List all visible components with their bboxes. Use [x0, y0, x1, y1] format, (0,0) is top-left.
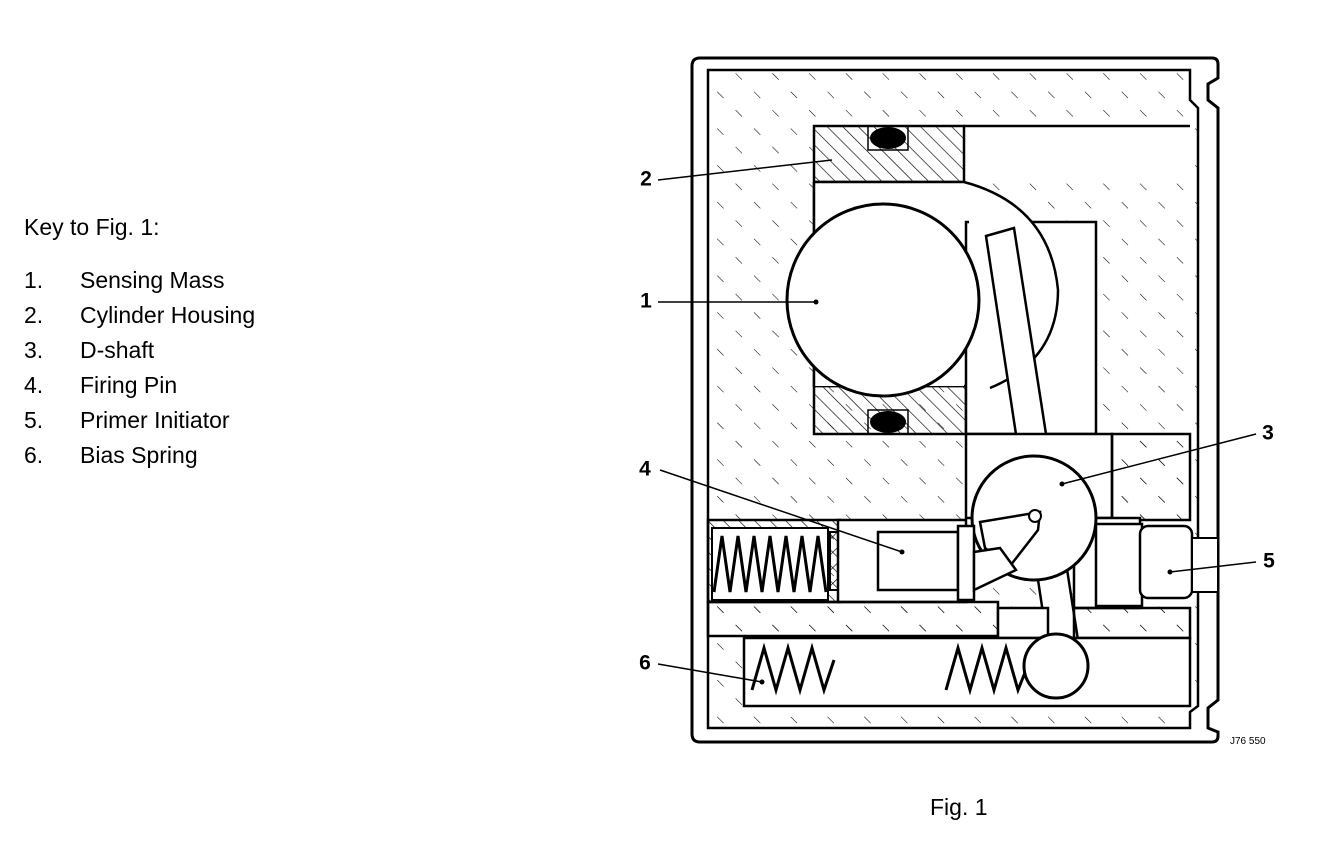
key-item-bias-spring: 6. Bias Spring [24, 438, 255, 473]
key-item-number: 5. [24, 407, 44, 433]
figure-caption: Fig. 1 [930, 794, 988, 820]
key-item-number: 4. [24, 372, 44, 398]
o-ring-icon [870, 127, 906, 149]
drawing-number: J76 550 [1230, 736, 1266, 747]
firing-pin [706, 518, 1018, 604]
key-item-number: 2. [24, 302, 44, 328]
callout-6: 6 [639, 652, 651, 675]
callout-1: 1 [640, 290, 652, 313]
key-item-label: Bias Spring [80, 442, 198, 468]
key-item-number: 1. [24, 267, 44, 293]
key-item-label: D-shaft [80, 337, 155, 363]
key-item-primer-initiator: 5. Primer Initiator [24, 403, 255, 438]
key-item-label: Sensing Mass [80, 267, 225, 293]
callout-5: 5 [1263, 550, 1275, 573]
bias-spring [742, 632, 1192, 708]
callout-3: 3 [1262, 422, 1274, 445]
key-item-number: 6. [24, 442, 44, 468]
key-item-firing-pin: 4. Firing Pin [24, 368, 255, 403]
key-item-cylinder-housing: 2. Cylinder Housing [24, 298, 255, 333]
key-item-label: Cylinder Housing [80, 302, 256, 328]
figure-key: Key to Fig. 1: 1. Sensing Mass 2. Cylind… [24, 214, 255, 473]
leader-lines [657, 159, 1257, 683]
primer-initiator [1094, 522, 1219, 608]
key-item-label: Firing Pin [80, 372, 178, 398]
callout-4: 4 [639, 458, 651, 481]
key-item-label: Primer Initiator [80, 407, 230, 433]
d-shaft [970, 454, 1098, 582]
callout-2: 2 [640, 168, 652, 191]
key-item-number: 3. [24, 337, 44, 363]
sensing-mass [785, 202, 981, 398]
key-title: Key to Fig. 1: [24, 214, 160, 240]
key-item-sensing-mass: 1. Sensing Mass [24, 263, 255, 298]
o-ring-icon [870, 411, 906, 433]
key-item-d-shaft: 3. D-shaft [24, 333, 255, 368]
